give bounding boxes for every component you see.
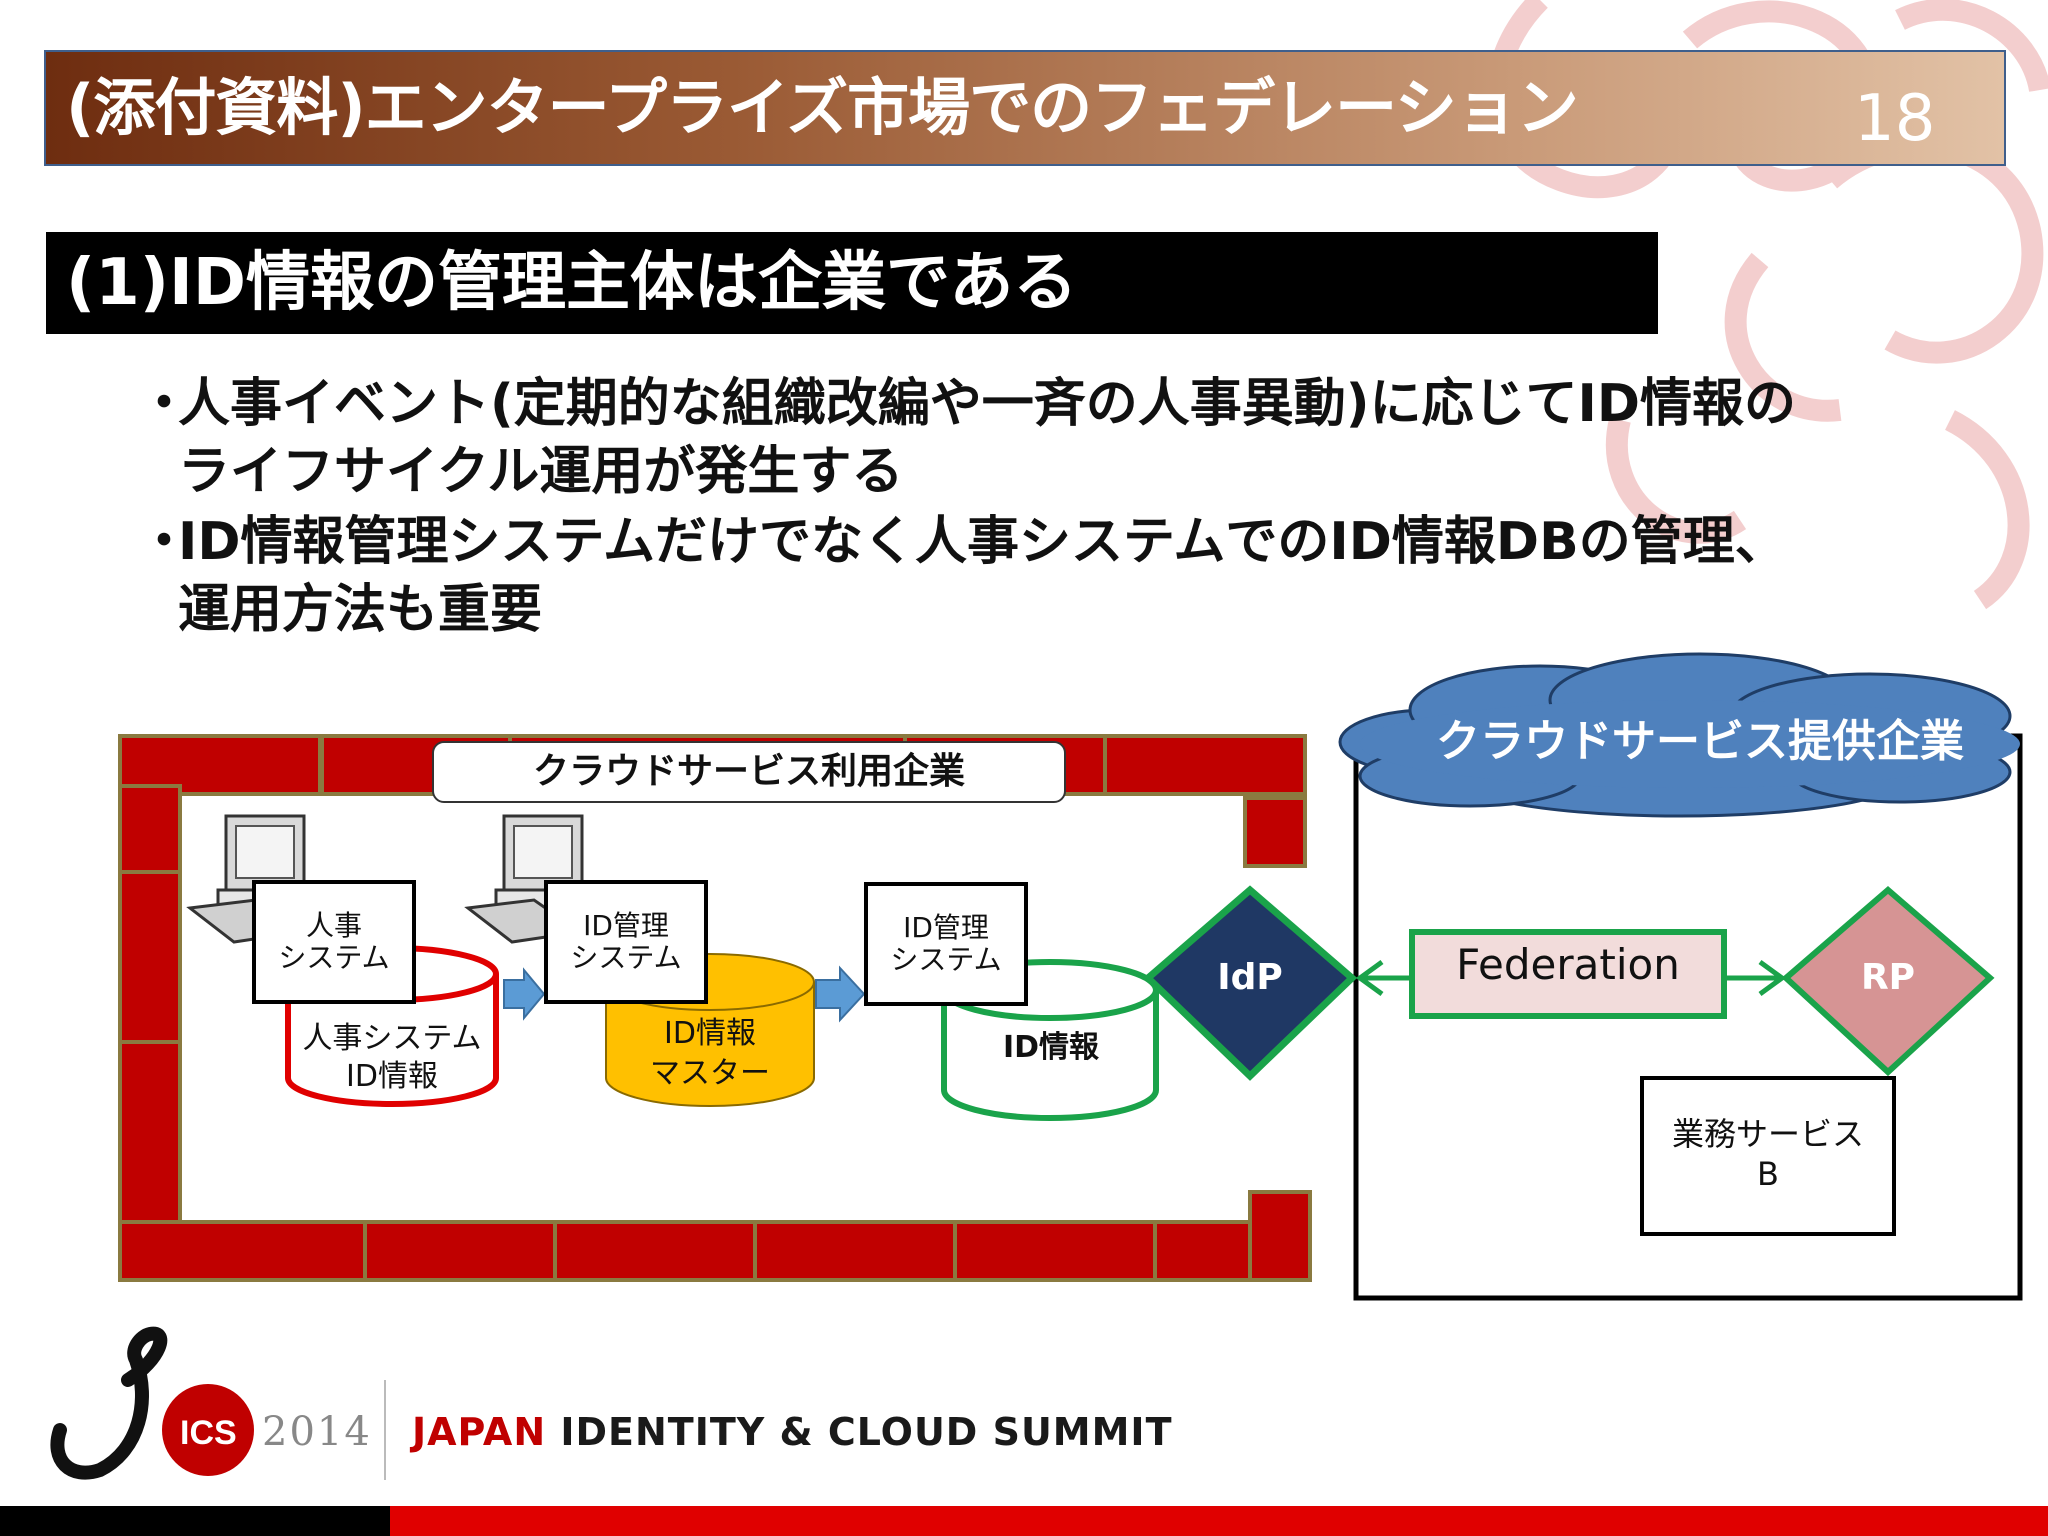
provider-label: クラウドサービス提供企業: [1436, 716, 1964, 767]
id-master-label: ID情報 マスター: [650, 1016, 770, 1091]
flow-arrow-icon: [503, 967, 546, 1021]
bullet-line: ライフサイクル運用が発生する: [178, 442, 904, 502]
footer-divider: [384, 1380, 386, 1480]
hr-system-label: 人事: [305, 909, 362, 942]
slide-title: (添付資料)エンタープライズ市場でのフェデレーション: [66, 71, 1579, 144]
idm-system-box: ID管理 システム: [864, 882, 1028, 1006]
footer-year: 2014: [262, 1409, 372, 1455]
idp-label: IdP: [1217, 957, 1283, 998]
bullet-line: ID情報管理システムだけでなく人事システムでのID情報DBの管理、: [178, 512, 1787, 572]
footer-summit-name: JAPAN IDENTITY & CLOUD SUMMIT: [412, 1410, 1173, 1454]
jics-logo: ICS: [50, 1326, 254, 1480]
rp-label: RP: [1860, 957, 1916, 998]
id-db-label: ID情報: [1002, 1030, 1100, 1065]
idp-diamond: [1142, 885, 1358, 1081]
bullet-item: ・人事イベント(定期的な組織改編や一斉の人事異動)に応じてID情報の ライフサイ…: [138, 370, 1796, 506]
logo-text: ICS: [180, 1414, 237, 1452]
flow-arrow-icon: [815, 965, 866, 1023]
hr-system-box: 人事 システム: [252, 880, 416, 1004]
arrow-right-icon: [1758, 959, 1787, 997]
hr-db-label: 人事システム ID情報: [302, 1021, 482, 1094]
business-service-box: 業務サービス B: [1640, 1076, 1896, 1236]
bullet-line: 運用方法も重要: [178, 580, 543, 640]
footer-bar-dark: [0, 1506, 390, 1536]
title-bar: [44, 50, 2006, 166]
federation-label: Federation: [1456, 940, 1680, 989]
bullet-item: ・ID情報管理システムだけでなく人事システムでのID情報DBの管理、 運用方法も…: [138, 508, 1787, 644]
rp-diamond: [1781, 886, 1995, 1077]
bullet-line: 人事イベント(定期的な組織改編や一斉の人事異動)に応じてID情報の: [178, 374, 1797, 434]
subheading: (1)ID情報の管理主体は企業である: [66, 246, 1078, 320]
arrow-left-icon: [1355, 959, 1384, 997]
federation-box: [1409, 929, 1727, 1019]
hr-system-label: システム: [278, 941, 390, 974]
footer-bar-red: [390, 1506, 2048, 1536]
subheading-bar: [46, 232, 1658, 334]
page-number: 18: [1854, 82, 1936, 156]
enterprise-banner: クラウドサービス利用企業: [432, 741, 1066, 803]
idm-system-box: ID管理 システム: [544, 880, 708, 1004]
